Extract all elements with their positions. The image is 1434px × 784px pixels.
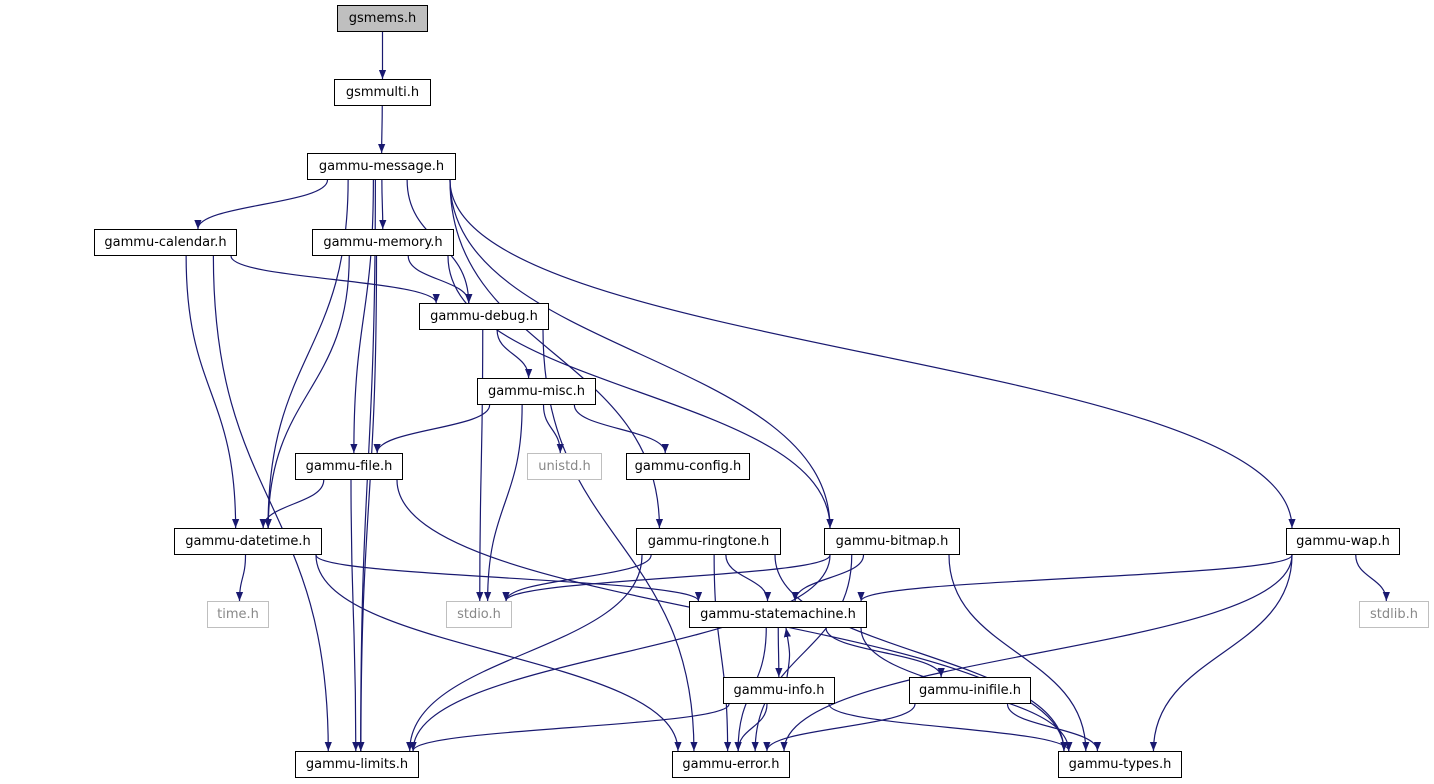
node-gammu-limits-h[interactable]: gammu-limits.h (295, 751, 419, 778)
edge-gammu-calendar-to-gammu-limits (212, 255, 332, 752)
node-gammu-datetime-h[interactable]: gammu-datetime.h (174, 528, 322, 555)
node-unistd-h: unistd.h (527, 453, 602, 480)
edge-gammu-bitmap-to-gammu-types (948, 554, 1090, 752)
edge-gammu-statemachine-to-gammu-info (775, 627, 783, 678)
node-gammu-calendar-h[interactable]: gammu-calendar.h (94, 229, 237, 256)
edge-gammu-message-to-gammu-bitmap (449, 179, 834, 529)
node-gsmmulti-h[interactable]: gsmmulti.h (334, 79, 431, 106)
edge-gammu-ringtone-to-gammu-limits (406, 554, 643, 752)
edge-gammu-info-to-gammu-statemachine (783, 627, 791, 678)
edge-gammu-message-to-gammu-wap (449, 179, 1296, 529)
edge-gammu-inifile-to-gammu-types (1006, 703, 1102, 752)
edge-gammu-wap-to-gammu-error (780, 554, 1293, 752)
edge-gammu-memory-to-gammu-limits (357, 255, 378, 752)
edge-gammu-misc-to-gammu-file (373, 404, 491, 454)
edge-gammu-datetime-to-time (235, 554, 247, 602)
edge-gammu-misc-to-gammu-config (573, 404, 669, 454)
node-gammu-bitmap-h[interactable]: gammu-bitmap.h (824, 528, 960, 555)
edge-gammu-file-to-gammu-limits (350, 479, 360, 752)
node-gammu-ringtone-h[interactable]: gammu-ringtone.h (636, 528, 781, 555)
node-stdio-h: stdio.h (446, 601, 512, 628)
edge-gammu-datetime-to-gammu-statemachine (315, 554, 702, 602)
edge-gammu-file-to-gammu-datetime (259, 479, 325, 529)
node-gammu-types-h[interactable]: gammu-types.h (1058, 751, 1182, 778)
edge-gammu-message-to-gammu-calendar (194, 179, 329, 230)
edge-gammu-info-to-gammu-error (734, 703, 768, 752)
node-gammu-debug-h[interactable]: gammu-debug.h (419, 303, 549, 330)
edge-gammu-statemachine-to-gammu-inifile (825, 627, 945, 678)
edge-gammu-ringtone-to-stdio (502, 554, 652, 602)
node-gammu-file-h[interactable]: gammu-file.h (295, 453, 403, 480)
edge-gammu-wap-to-gammu-types (1149, 554, 1293, 752)
edge-gammu-bitmap-to-gammu-error (751, 554, 853, 752)
edge-gammu-misc-to-stdio (484, 404, 523, 602)
node-gammu-config-h[interactable]: gammu-config.h (626, 453, 750, 480)
edge-gammu-debug-to-stdio (476, 329, 484, 602)
node-gammu-wap-h[interactable]: gammu-wap.h (1286, 528, 1400, 555)
edge-gammu-message-to-gammu-file (350, 179, 374, 454)
node-gammu-memory-h[interactable]: gammu-memory.h (312, 229, 454, 256)
edge-gammu-memory-to-gammu-datetime (264, 255, 350, 529)
edge-gammu-debug-to-gammu-error (542, 329, 698, 752)
node-gammu-inifile-h[interactable]: gammu-inifile.h (909, 677, 1031, 704)
edge-gammu-misc-to-unistd (542, 404, 564, 454)
edge-gammu-bitmap-to-gammu-limits (409, 554, 831, 752)
edge-gammu-datetime-to-gammu-error (315, 554, 682, 752)
edge-gammu-calendar-to-gammu-debug (230, 255, 440, 304)
node-gsmems-h[interactable]: gsmems.h (337, 5, 428, 32)
edge-gammu-info-to-gammu-limits (409, 703, 730, 752)
edge-gammu-ringtone-to-gammu-error (713, 554, 732, 752)
edge-gammu-inifile-to-gammu-error (763, 703, 916, 752)
edge-gammu-memory-to-gammu-debug (407, 255, 473, 304)
edge-gammu-wap-to-stdlib (1355, 554, 1390, 602)
node-time-h: time.h (207, 601, 269, 628)
edge-gammu-debug-to-gammu-misc (496, 329, 533, 379)
edge-gsmmulti-to-gammu-message (378, 105, 386, 154)
edge-gammu-ringtone-to-gammu-statemachine (725, 554, 772, 602)
node-gammu-error-h[interactable]: gammu-error.h (672, 751, 790, 778)
node-gammu-message-h[interactable]: gammu-message.h (307, 153, 456, 180)
node-gammu-misc-h[interactable]: gammu-misc.h (477, 378, 596, 405)
node-gammu-info-h[interactable]: gammu-info.h (723, 677, 835, 704)
node-stdlib-h: stdlib.h (1359, 601, 1429, 628)
edge-gammu-info-to-gammu-types (828, 703, 1073, 752)
edge-gammu-wap-to-gammu-statemachine (857, 554, 1293, 602)
node-gammu-statemachine-h[interactable]: gammu-statemachine.h (689, 601, 867, 628)
edge-gammu-calendar-to-gammu-datetime (185, 255, 240, 529)
edge-gammu-message-to-gammu-memory (379, 179, 387, 230)
edge-gammu-ringtone-to-gammu-types (774, 554, 1068, 752)
edge-gammu-bitmap-to-stdio (502, 554, 831, 602)
edge-gammu-bitmap-to-gammu-statemachine (791, 554, 865, 602)
